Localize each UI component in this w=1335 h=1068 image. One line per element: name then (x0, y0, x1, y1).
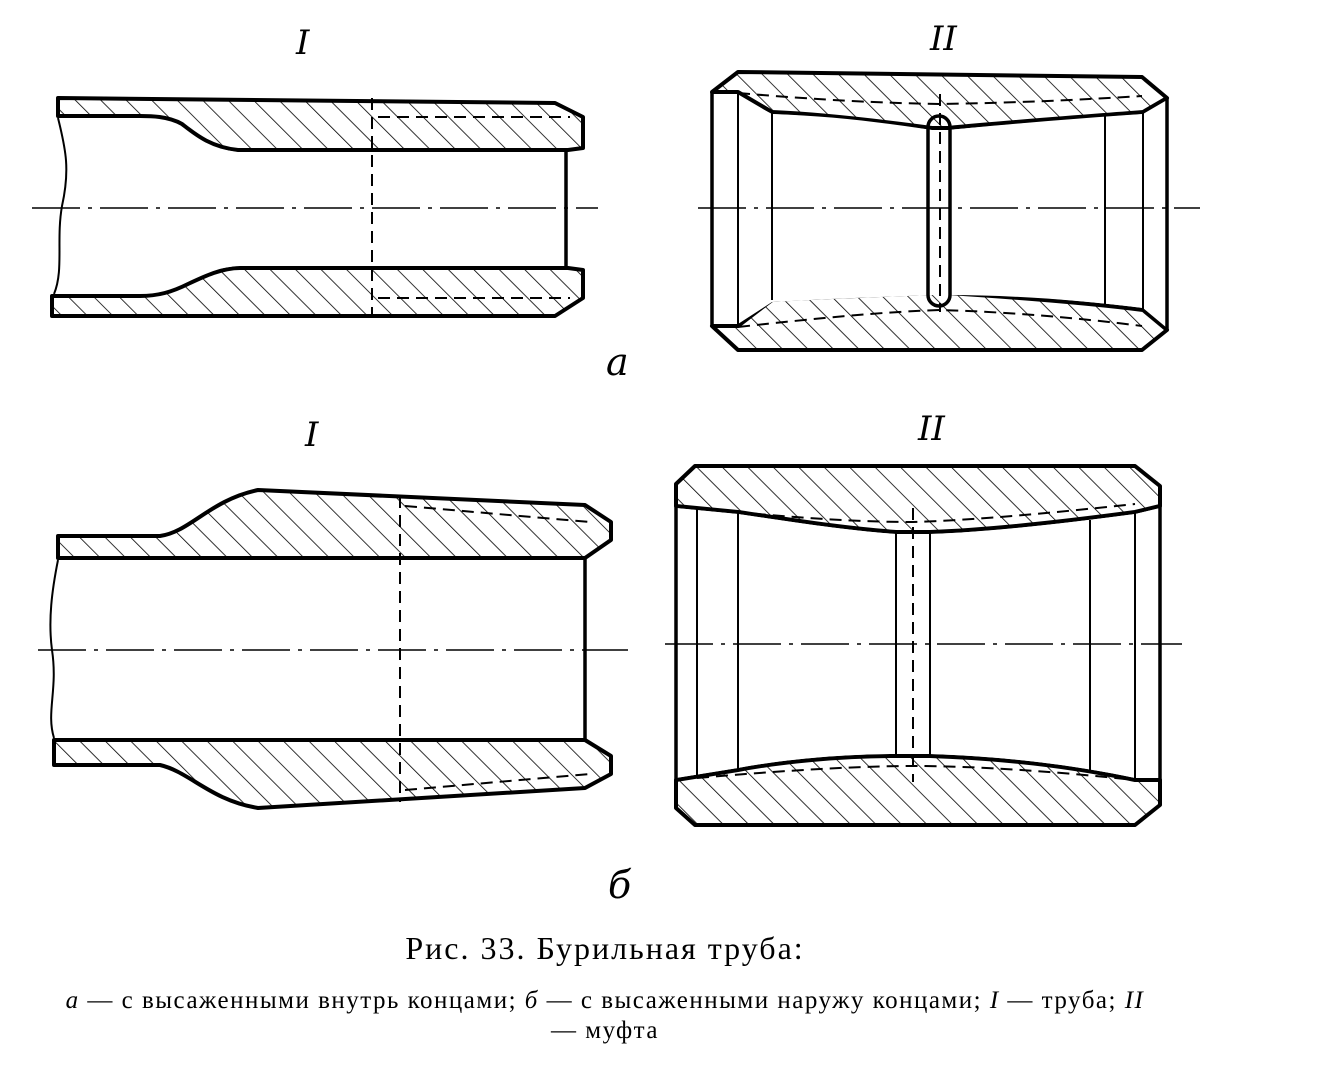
label-b-pipe: I (305, 415, 319, 455)
legend-a-key: а (65, 987, 80, 1014)
label-a-letter: а (606, 340, 629, 384)
pipe-a-top-wall (56, 96, 585, 152)
legend-ii-key: II (1124, 987, 1145, 1014)
pipe-a-bottom-wall (50, 266, 585, 318)
label-b-letter: б (608, 863, 632, 907)
legend-ii-text: — муфта (551, 1017, 659, 1044)
figure-caption-title: Рис. 33. Бурильная труба: (405, 930, 805, 966)
label-b-coupling: II (918, 409, 945, 449)
pipe-b-external-upset (38, 488, 628, 810)
pipe-b-bottom-wall (52, 738, 613, 810)
legend-b-text: — с высаженными наружу концами; (538, 987, 990, 1014)
label-a-coupling: II (930, 19, 957, 59)
coupling-a (698, 70, 1200, 352)
coupling-b (665, 464, 1182, 827)
legend-i-text: — труба; (999, 987, 1125, 1014)
figure-caption-legend: а — с высаженными внутрь концами; б — с … (60, 986, 1150, 1046)
legend-b-key: б (524, 987, 539, 1014)
pipe-b-top-wall (56, 488, 613, 560)
pipe-a-internal-upset (32, 96, 598, 318)
legend-a-text: — с высаженными внутрь концами; (79, 987, 525, 1014)
label-a-pipe: I (296, 23, 310, 63)
legend-i-key: I (989, 987, 1000, 1014)
coupling-b-top-wall (674, 464, 1162, 534)
